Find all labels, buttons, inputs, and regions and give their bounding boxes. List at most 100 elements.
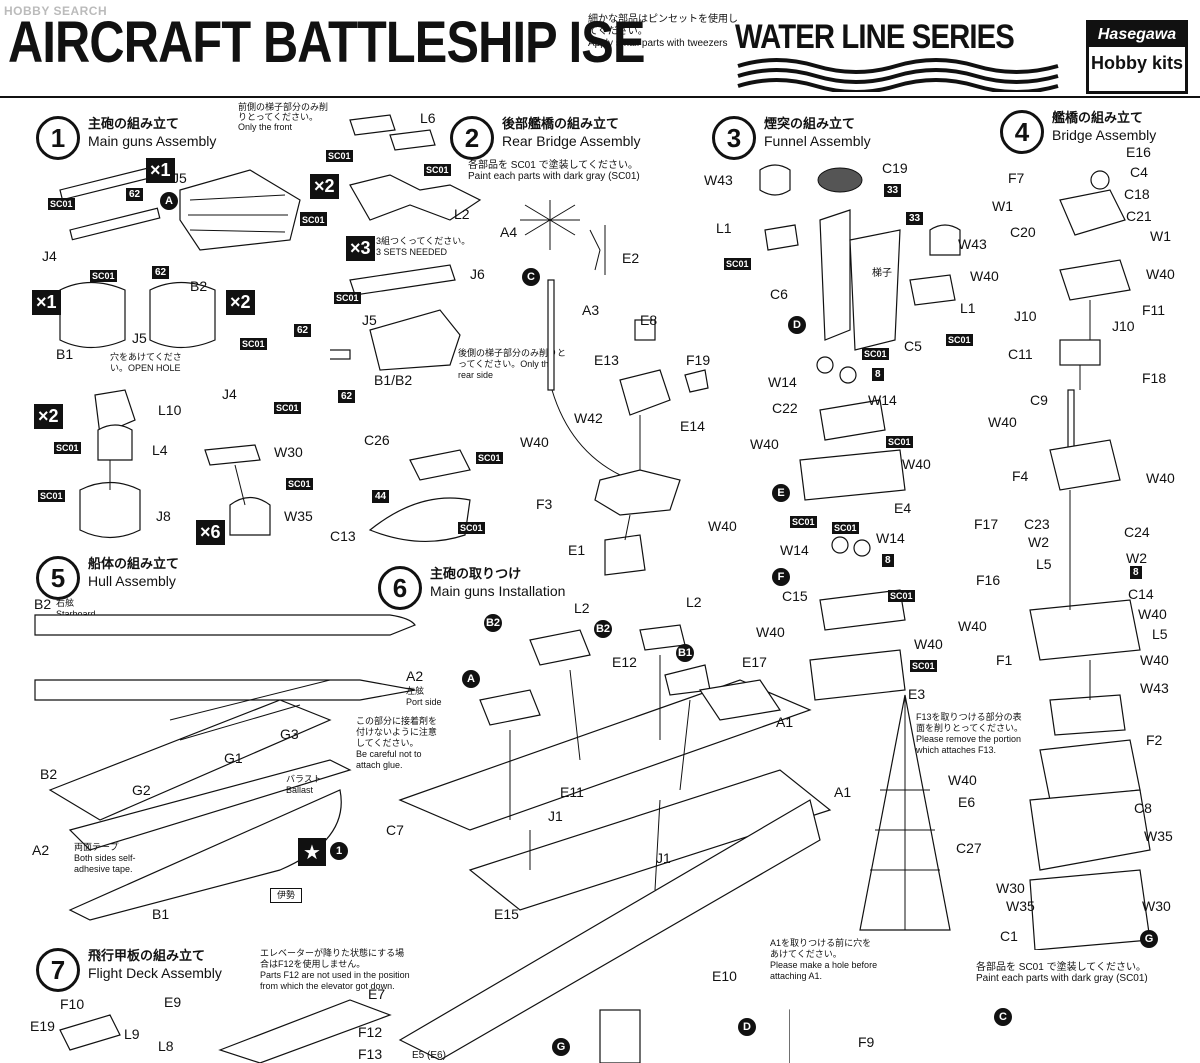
step-6-diagram [398, 624, 832, 1060]
part-label: W35 [1006, 898, 1035, 914]
part-e13 [619, 369, 671, 416]
part-f1 [1029, 599, 1141, 661]
paint-number: 62 [338, 390, 356, 403]
part-e1 [604, 534, 646, 576]
hull-b1 [68, 789, 342, 921]
part-label: W40 [948, 772, 977, 788]
part-label: L5 [1036, 556, 1052, 572]
part-label: J4 [42, 248, 57, 264]
open-hole-note: 穴をあけてください。OPEN HOLE [110, 352, 182, 373]
turret-j5 [179, 169, 301, 251]
step-number: 3 [712, 116, 756, 160]
part-label: W40 [902, 456, 931, 472]
quantity-badge: ×2 [34, 404, 63, 429]
part-label: G2 [132, 782, 151, 798]
sub-assembly-marker: D [738, 1018, 756, 1036]
part-label: F2 [1146, 732, 1163, 748]
paint-number: 33 [884, 184, 902, 197]
part-label: A1 [776, 714, 794, 730]
header-rule [0, 96, 1200, 98]
part-label: B2 [190, 278, 208, 294]
part-label: W40 [750, 436, 779, 452]
part-label: W30 [996, 880, 1025, 896]
part-label: J10 [1014, 308, 1037, 324]
step-number: 4 [1000, 110, 1044, 154]
part-w14 [839, 366, 857, 384]
part-label: F10 [60, 996, 85, 1012]
part-label: W40 [988, 414, 1017, 430]
part-label: C27 [956, 840, 982, 856]
part-label: C19 [882, 160, 908, 176]
ladder-label: 梯子 [872, 268, 892, 279]
part-label: C14 [1128, 586, 1154, 602]
part-label: L8 [158, 1038, 174, 1054]
part-e19 [59, 1014, 121, 1051]
hull-side-port [34, 679, 416, 701]
f13-note: F13を取りつける部分の表面を削りとってください。 Please remove … [916, 712, 1024, 755]
part-label: J8 [156, 508, 171, 524]
part-bridge-top [1059, 259, 1131, 301]
part-label: L1 [716, 220, 732, 236]
part-l6 [389, 129, 436, 151]
part-label: W40 [970, 268, 999, 284]
part-label: J5 [132, 330, 147, 346]
paint-code: SC01 [724, 258, 751, 270]
part-label: E17 [742, 654, 767, 670]
part-label: E9 [164, 994, 182, 1010]
quantity-badge: ×2 [226, 290, 255, 315]
series-title: WATER LINE SERIES [735, 18, 1015, 56]
part-e8 [634, 319, 656, 341]
glue-warning: この部分に接着剤を付けないように注意してください。 Be careful not… [356, 716, 438, 770]
part-label: L2 [686, 594, 702, 610]
part-label: E16 [1126, 144, 1151, 160]
part-c8 [1029, 789, 1151, 871]
paint-code: SC01 [476, 452, 503, 464]
paint-code: SC01 [240, 338, 267, 350]
part-f3 [594, 469, 681, 516]
part-label: A4 [500, 224, 518, 240]
flight-deck [218, 999, 392, 1063]
part-w14 [816, 356, 834, 374]
part-label: E5 (E6) [412, 1050, 446, 1061]
elevator-note: エレベーターが降りた状態にする場合はF12を使用しません。 Parts F12 … [260, 948, 410, 991]
step-7-diagram [59, 999, 790, 1063]
part-label: B1 [152, 906, 170, 922]
part-label: W42 [574, 410, 603, 426]
part-label: J6 [470, 266, 485, 282]
sub-assembly-marker: B2 [484, 614, 502, 632]
part-label: E11 [560, 784, 584, 800]
part-label: E12 [612, 654, 637, 670]
part-label: L9 [124, 1026, 140, 1042]
part-c6 [819, 209, 851, 341]
paint-code: SC01 [832, 522, 859, 534]
part-label: B2 [40, 766, 58, 782]
part-label: C24 [1124, 524, 1150, 540]
paint-code: SC01 [286, 478, 313, 490]
paint-number: 62 [294, 324, 312, 337]
paint-code: SC01 [790, 516, 817, 528]
part-label: F3 [536, 496, 553, 512]
part-label: W43 [704, 172, 733, 188]
name-plate: 伊勢 [270, 888, 303, 903]
hull-side-starboard [34, 614, 416, 636]
part-label: E10 [712, 968, 737, 984]
part-label: C21 [1126, 208, 1152, 224]
part-label: G3 [280, 726, 299, 742]
step-1-diagram [59, 167, 301, 539]
sub-assembly-marker: G [1140, 930, 1158, 948]
quantity-badge: ×6 [196, 520, 225, 545]
part-j8 [79, 481, 141, 539]
paint-code: SC01 [326, 150, 353, 162]
part-label: L2 [454, 206, 470, 222]
part-label: F4 [1012, 468, 1029, 484]
part-e17 [698, 679, 782, 721]
tweezers-note: 細かな部品はピンセットを使用してください。 Apply small parts … [588, 14, 738, 49]
part-label: W30 [274, 444, 303, 460]
part-c19 [817, 167, 863, 193]
part-label: W40 [914, 636, 943, 652]
part-label: W35 [1144, 828, 1173, 844]
paint-code: SC01 [38, 490, 65, 502]
three-sets-note: 3組つくってください。 3 SETS NEEDED [376, 236, 471, 257]
part-label: F17 [974, 516, 999, 532]
